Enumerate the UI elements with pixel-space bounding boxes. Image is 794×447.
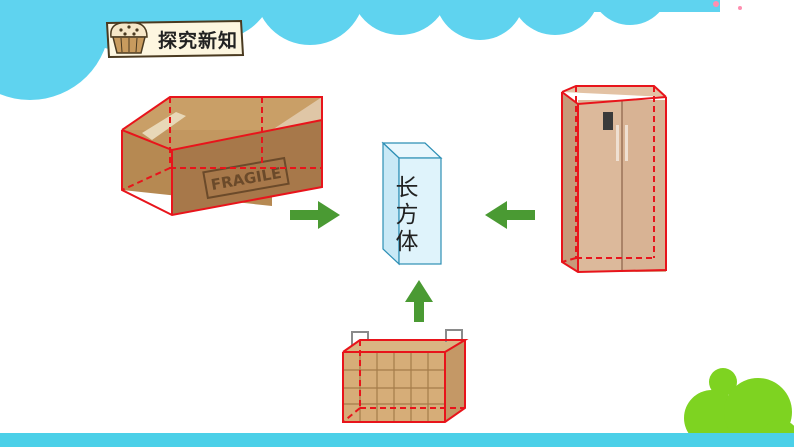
arrow-right-icon bbox=[290, 201, 340, 229]
page-title: 探究新知 bbox=[158, 30, 239, 52]
title-badge bbox=[105, 19, 245, 59]
arrow-left-icon bbox=[485, 201, 535, 229]
cupcake-icon bbox=[110, 22, 148, 54]
fridge-edges bbox=[561, 85, 667, 274]
cuboid-label: 长方体 bbox=[395, 175, 419, 255]
crate-edges bbox=[342, 339, 469, 423]
arrow-up-icon bbox=[405, 280, 433, 322]
box-edges bbox=[121, 96, 323, 217]
bottom-band-decor bbox=[0, 433, 794, 447]
